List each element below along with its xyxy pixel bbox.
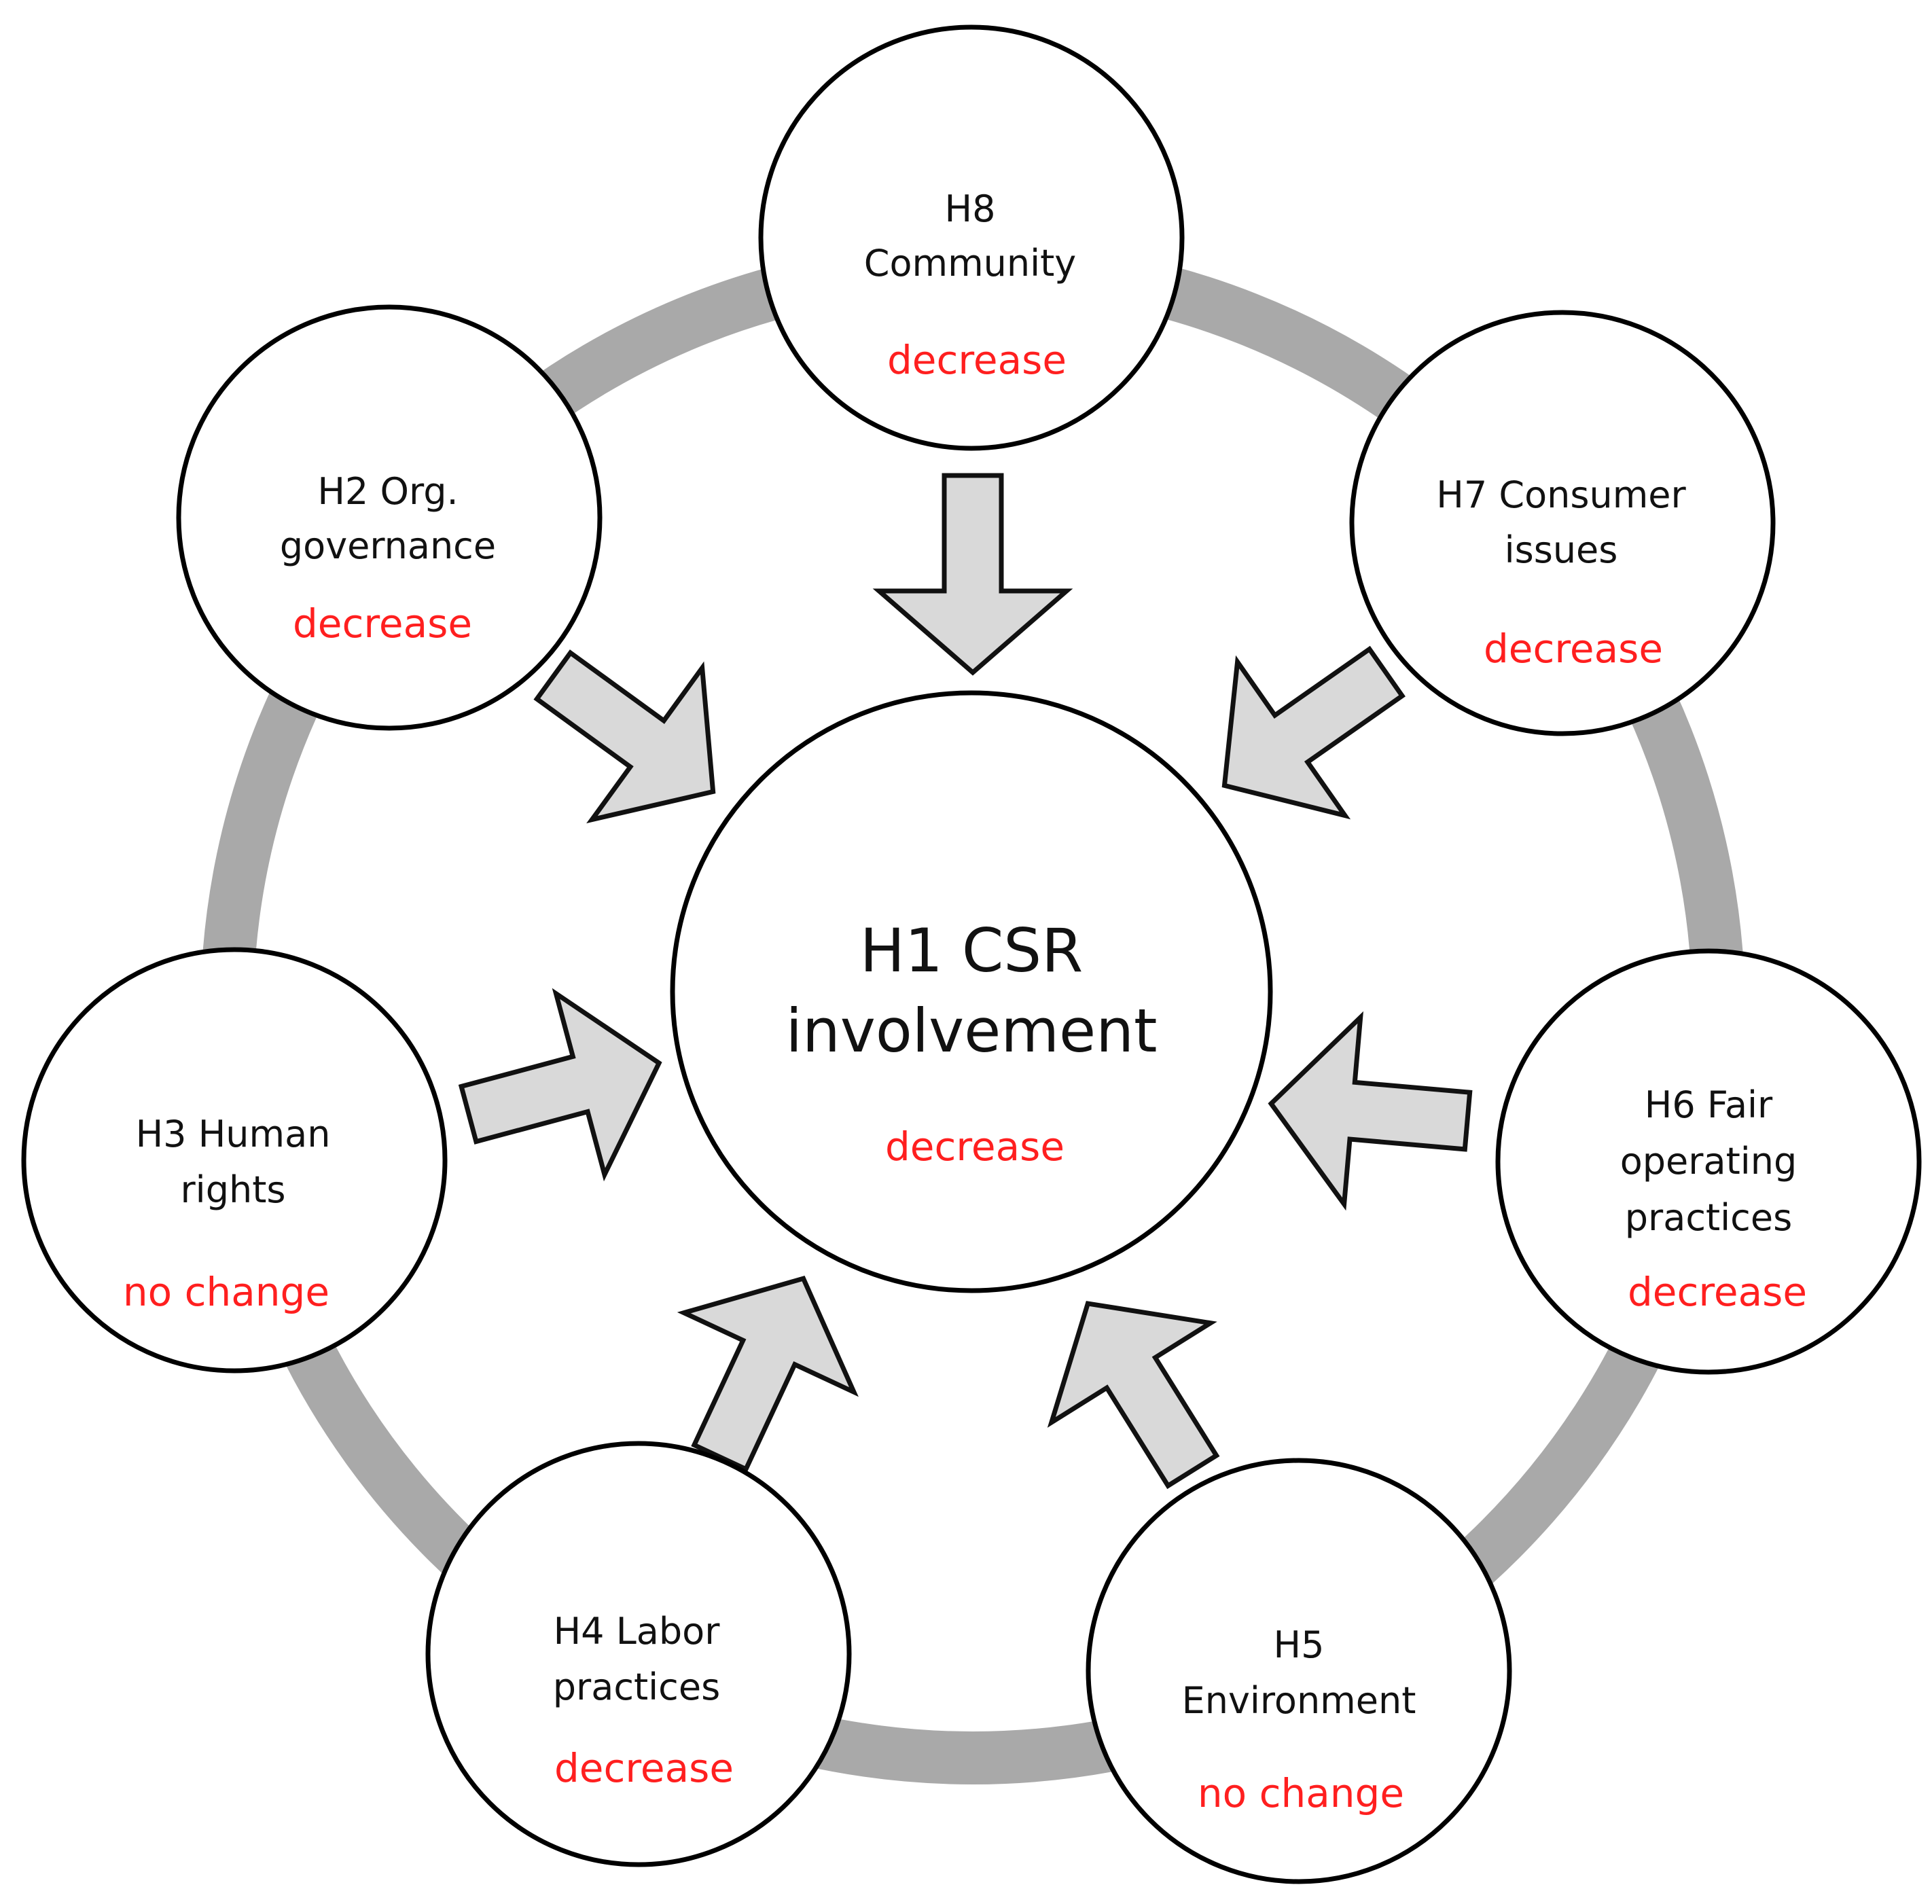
node-h7: H7 Consumer issues decrease	[1349, 310, 1776, 736]
node-h5-line1: H5	[1274, 1623, 1325, 1666]
node-h7-status: decrease	[1484, 626, 1663, 672]
center-node: H1 CSR involvement decrease	[670, 690, 1273, 1293]
center-status: decrease	[885, 1124, 1065, 1170]
node-h2-circle	[176, 304, 603, 731]
node-h3-circle	[21, 947, 448, 1373]
center-circle	[670, 690, 1273, 1293]
arrow-h6	[1268, 1011, 1473, 1211]
center-title-line2: involvement	[786, 996, 1158, 1066]
node-h6-status: decrease	[1628, 1269, 1807, 1315]
arrow-h7	[1221, 645, 1406, 820]
node-h2-status: decrease	[293, 600, 472, 647]
node-h3-line2: rights	[180, 1168, 285, 1211]
node-h7-circle	[1349, 310, 1776, 736]
arrow-h2	[533, 649, 716, 824]
node-h8-line1: H8	[945, 187, 996, 230]
node-h8-line2: Community	[864, 242, 1077, 285]
node-h5: H5 Environment no change	[1086, 1458, 1512, 1884]
node-h2-line2: governance	[280, 524, 496, 567]
node-h5-status: no change	[1198, 1770, 1404, 1816]
arrow-h5	[1047, 1301, 1220, 1490]
node-h8-circle	[758, 24, 1185, 451]
node-h8-status: decrease	[887, 337, 1067, 383]
node-h6-line3: practices	[1625, 1196, 1792, 1239]
arrows	[458, 473, 1473, 1490]
node-h6-line1: H6 Fair	[1645, 1083, 1773, 1126]
node-h2-line1: H2 Org.	[317, 470, 458, 513]
node-h7-line1: H7 Consumer	[1436, 473, 1686, 516]
node-h3-line1: H3 Human	[136, 1113, 331, 1155]
node-h5-circle	[1086, 1458, 1512, 1884]
node-h3: H3 Human rights no change	[21, 947, 448, 1373]
node-h2: H2 Org. governance decrease	[176, 304, 603, 731]
arrow-h8	[872, 473, 1073, 676]
arrow-h3	[458, 988, 662, 1182]
node-h6-circle	[1495, 948, 1922, 1375]
node-h4: H4 Labor practices decrease	[425, 1441, 852, 1867]
node-h6-line2: operating	[1620, 1140, 1797, 1183]
node-h8: H8 Community decrease	[758, 24, 1185, 451]
node-h7-line2: issues	[1505, 528, 1618, 571]
node-h4-status: decrease	[554, 1745, 734, 1791]
node-h4-line2: practices	[553, 1666, 720, 1708]
node-h6: H6 Fair operating practices decrease	[1495, 948, 1922, 1375]
node-h5-line2: Environment	[1182, 1679, 1416, 1722]
arrow-h4	[677, 1275, 859, 1473]
node-h4-circle	[425, 1441, 852, 1867]
node-h4-line1: H4 Labor	[554, 1610, 721, 1653]
center-title-line1: H1 CSR	[860, 916, 1084, 986]
node-h3-status: no change	[123, 1269, 329, 1315]
